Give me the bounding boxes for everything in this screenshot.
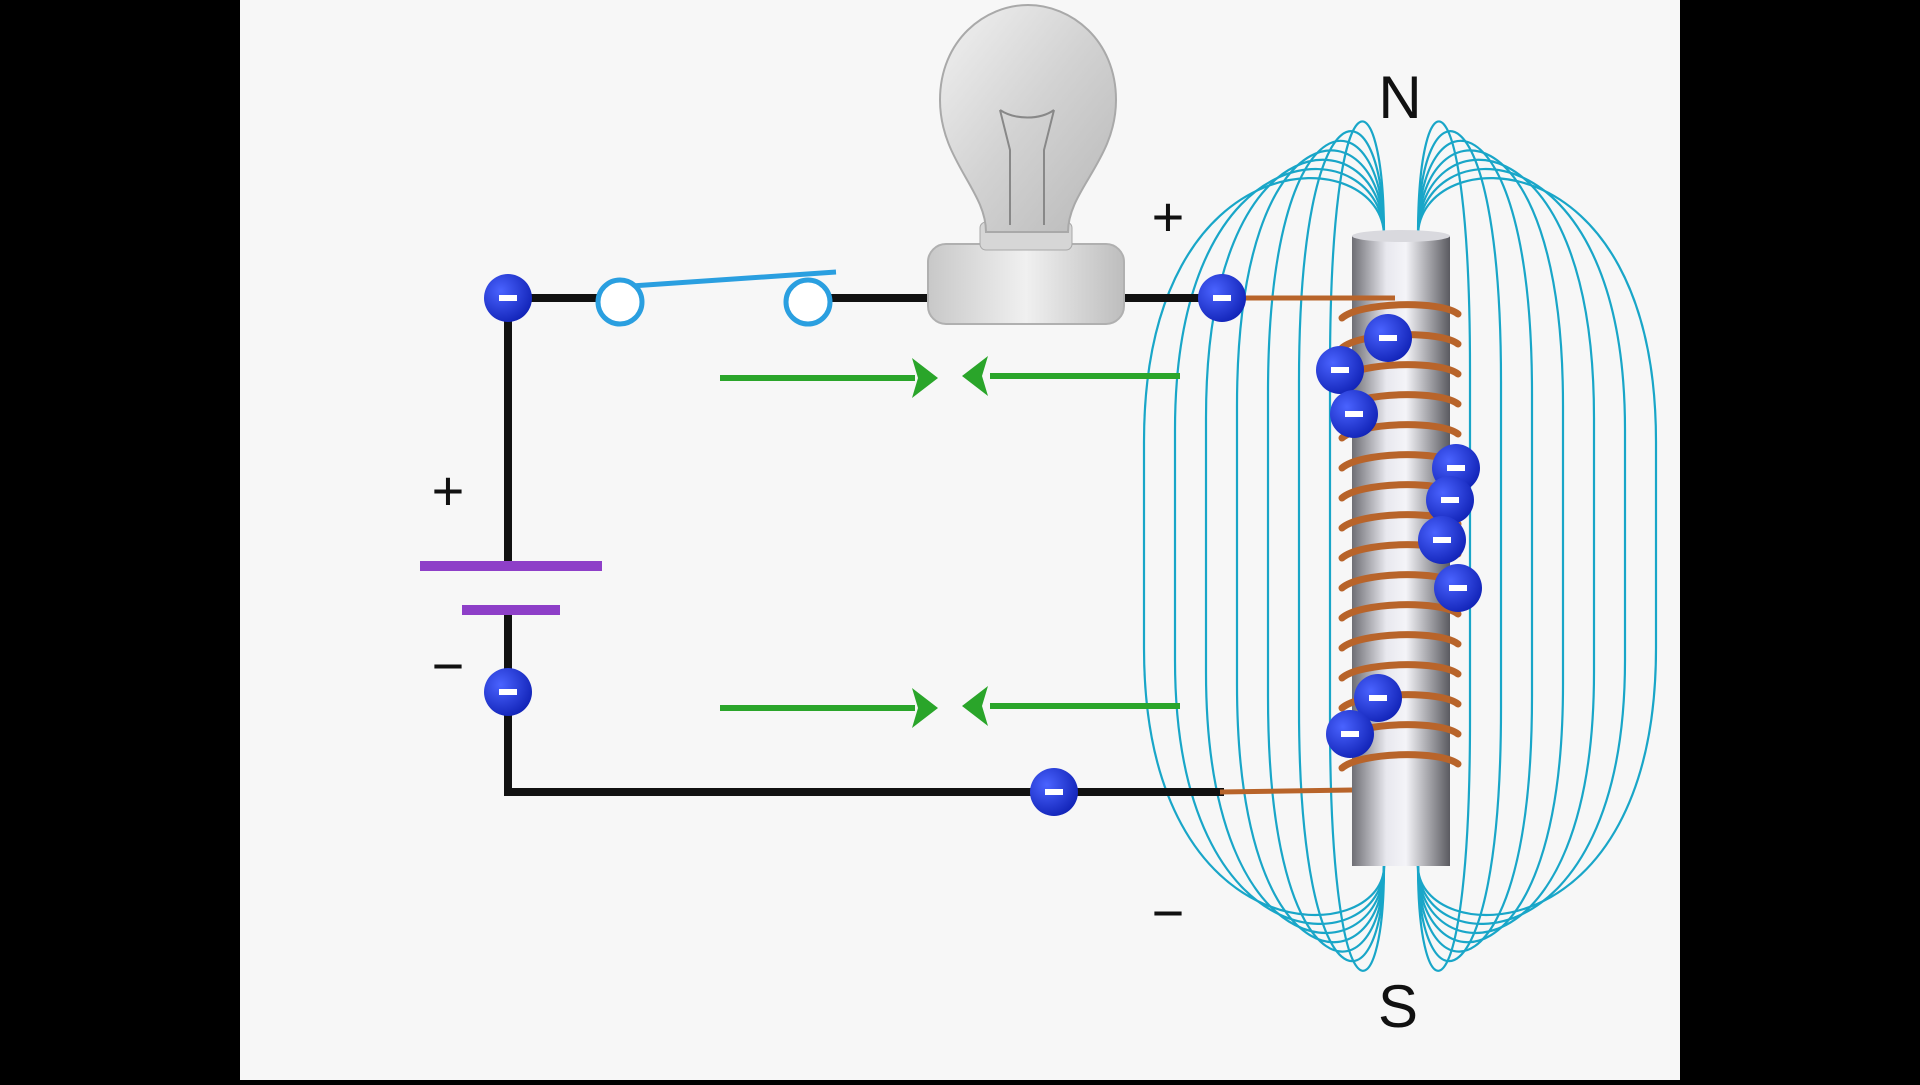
electron-minus-sign bbox=[1341, 731, 1359, 737]
field-line-right bbox=[1416, 120, 1472, 972]
switch[interactable] bbox=[595, 269, 837, 327]
coil-minus-label: − bbox=[1152, 881, 1185, 944]
electron bbox=[1434, 564, 1482, 612]
switch-lever bbox=[631, 269, 837, 289]
electron bbox=[1364, 314, 1412, 362]
battery bbox=[420, 561, 602, 615]
electron bbox=[1326, 710, 1374, 758]
electron-minus-sign bbox=[499, 689, 517, 695]
electron bbox=[1316, 346, 1364, 394]
electron-minus-sign bbox=[1045, 789, 1063, 795]
light-bulb bbox=[927, 3, 1125, 325]
arrow-top-left-pointing bbox=[962, 356, 1180, 396]
electron-minus-sign bbox=[499, 295, 517, 301]
electron-minus-sign bbox=[1345, 411, 1363, 417]
coil-turn bbox=[1338, 301, 1462, 322]
current-arrows bbox=[720, 356, 1180, 728]
electrons bbox=[484, 274, 1482, 816]
arrow-bottom-left-pointing bbox=[962, 686, 1180, 726]
electron-minus-sign bbox=[1449, 585, 1467, 591]
south-pole-label: S bbox=[1378, 973, 1418, 1040]
electron bbox=[484, 274, 532, 322]
electron bbox=[1354, 674, 1402, 722]
bulb-filament bbox=[999, 109, 1055, 225]
coil-lead-bottom bbox=[1219, 787, 1353, 795]
battery-minus-label: − bbox=[432, 634, 465, 697]
electron-minus-sign bbox=[1433, 537, 1451, 543]
field-line-right bbox=[1416, 177, 1658, 917]
switch-contact-right bbox=[783, 277, 833, 327]
switch-contact-left bbox=[595, 277, 645, 327]
arrow-top-right-pointing bbox=[720, 358, 938, 398]
field-line-right bbox=[1416, 139, 1534, 953]
coil-turn bbox=[1338, 661, 1462, 682]
electron-minus-sign bbox=[1213, 295, 1231, 301]
field-line-right bbox=[1416, 149, 1565, 944]
electron-minus-sign bbox=[1379, 335, 1397, 341]
electron bbox=[484, 668, 532, 716]
field-line-left bbox=[1204, 158, 1386, 934]
field-line-right bbox=[1416, 158, 1596, 934]
field-line-group bbox=[1142, 120, 1658, 972]
electron bbox=[1418, 516, 1466, 564]
electron bbox=[1030, 768, 1078, 816]
electron bbox=[1426, 476, 1474, 524]
electron-minus-sign bbox=[1441, 497, 1459, 503]
field-line-right bbox=[1416, 130, 1503, 963]
field-line-left bbox=[1173, 167, 1386, 925]
field-line-right bbox=[1416, 168, 1627, 925]
electron-minus-sign bbox=[1331, 367, 1349, 373]
field-line-left bbox=[1235, 149, 1386, 944]
electron-minus-sign bbox=[1447, 465, 1465, 471]
field-line-left bbox=[1142, 177, 1386, 917]
coil-turn bbox=[1338, 751, 1462, 772]
iron-core-top bbox=[1352, 230, 1450, 242]
field-line-left bbox=[1297, 130, 1386, 963]
bulb-socket bbox=[927, 243, 1125, 325]
coil-turn bbox=[1338, 631, 1462, 652]
electron-minus-sign bbox=[1369, 695, 1387, 701]
coil-plus-label: + bbox=[1152, 185, 1185, 248]
arrow-bottom-right-pointing bbox=[720, 688, 938, 728]
electron bbox=[1198, 274, 1246, 322]
north-pole-label: N bbox=[1378, 64, 1421, 131]
field-line-left bbox=[1266, 139, 1386, 953]
battery-plus-label: + bbox=[432, 459, 465, 522]
bulb-glass bbox=[938, 3, 1118, 233]
electron bbox=[1330, 390, 1378, 438]
